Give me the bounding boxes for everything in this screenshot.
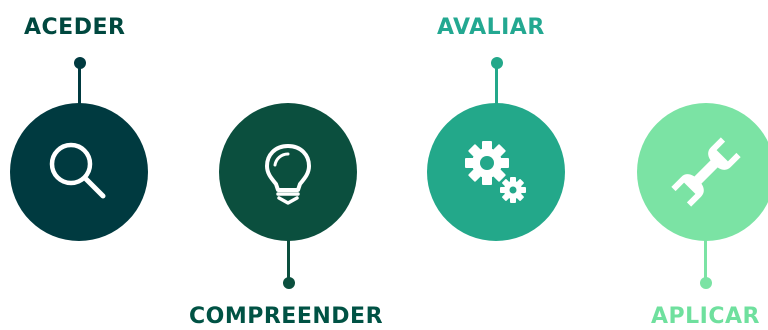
step-circle-aceder: [10, 103, 148, 241]
step-label-avaliar: AVALIAR: [437, 15, 545, 40]
connector-line-avaliar: [495, 63, 498, 105]
connector-line-compreender: [287, 239, 290, 281]
step-label-aplicar: APLICAR: [651, 304, 760, 329]
step-label-compreender: COMPREENDER: [189, 304, 384, 329]
step-label-aceder: ACEDER: [24, 15, 126, 40]
connector-line-aplicar: [704, 239, 707, 281]
connector-dot-compreender: [283, 277, 295, 289]
gears-icon: [465, 141, 526, 203]
wrench-icon: [671, 137, 741, 207]
connector-line-aceder: [78, 63, 81, 105]
lightbulb-icon: [265, 144, 311, 205]
step-circle-aplicar: [637, 103, 768, 241]
step-circle-compreender: [219, 103, 357, 241]
step-circle-avaliar: [427, 103, 565, 241]
search-icon: [49, 142, 106, 199]
connector-dot-aplicar: [700, 277, 712, 289]
